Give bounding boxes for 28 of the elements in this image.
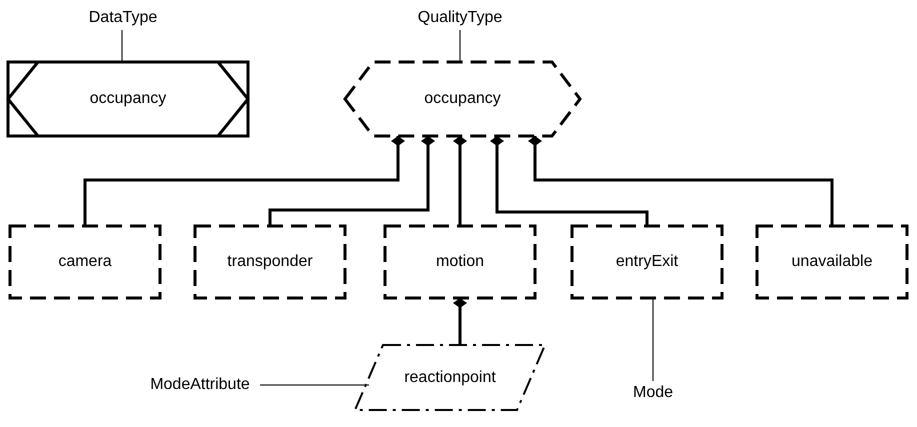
- class-name: transponder: [227, 253, 313, 271]
- dashed-class-box: [10, 226, 160, 298]
- mode-attribute-parallelogram: [355, 345, 545, 410]
- quality-type-hexagon: [345, 62, 580, 136]
- class-name: camera: [58, 253, 112, 271]
- dashed-class-box: [195, 226, 345, 298]
- type-label: Mode: [623, 381, 683, 405]
- class-name: occupancy: [424, 90, 501, 108]
- type-label: QualityType: [400, 6, 520, 30]
- class-name: reactionpoint: [404, 368, 496, 386]
- class-name: occupancy: [90, 90, 166, 108]
- composition-line: [268, 136, 435, 226]
- composition-line: [528, 136, 834, 226]
- type-label: ModeAttribute: [140, 373, 260, 397]
- class-name: motion: [436, 253, 484, 271]
- dashed-class-box: [757, 226, 907, 298]
- composition-line: [453, 136, 467, 226]
- dashed-class-box: [385, 226, 535, 298]
- leader-line: [652, 298, 654, 382]
- data-type-box: [8, 62, 248, 136]
- class-name: unavailable: [792, 253, 872, 271]
- leader-line: [260, 384, 370, 386]
- composition-line: [453, 298, 467, 345]
- composition-line: [490, 136, 648, 226]
- dashed-class-box: [572, 226, 722, 298]
- composition-line: [84, 136, 405, 226]
- type-label: DataType: [68, 6, 178, 30]
- class-name: entryExit: [616, 253, 678, 271]
